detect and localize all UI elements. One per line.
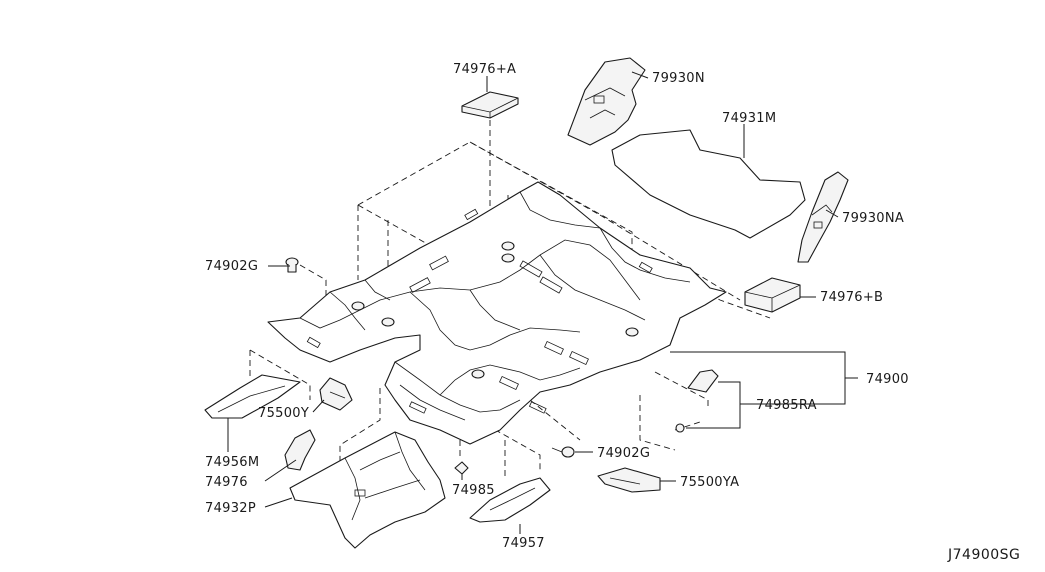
callout-74931m: 74931M (722, 111, 776, 126)
callout-74976-b: 74976+B (820, 290, 883, 305)
callout-74985: 74985 (452, 483, 495, 498)
callout-79930n: 79930N (652, 71, 705, 86)
rear-floor-74932p (289, 431, 446, 549)
callout-74985ra: 74985RA (756, 398, 817, 413)
trim-79930na (797, 171, 849, 263)
clip-74902g-bottom (551, 446, 575, 458)
callout-74902g-top: 74902G (205, 259, 258, 274)
diagram-code: J74900SG (947, 547, 1020, 563)
callout-labels: 74976+A 79930N 74931M 79930NA 74902G 749… (205, 62, 909, 551)
leader-lines (227, 71, 858, 534)
callout-74976: 74976 (205, 475, 248, 490)
callout-75500y: 75500Y (258, 406, 309, 421)
pad-74976-b (744, 277, 801, 313)
callout-74902g-bottom: 74902G (597, 446, 650, 461)
clip-74985ra (675, 369, 719, 433)
mat-74931m (611, 129, 806, 239)
callout-74932p: 74932P (205, 501, 256, 516)
panel-75500ya (597, 467, 661, 493)
trim-79930n (567, 57, 646, 146)
floor-carpet-main (267, 181, 727, 445)
callout-74956m: 74956M (205, 455, 259, 470)
clip-74985 (454, 461, 469, 475)
panel-75500y (319, 377, 353, 411)
callout-79930na: 79930NA (842, 211, 904, 226)
callout-74976-a: 74976+A (453, 62, 516, 77)
pad-74976 (284, 429, 316, 471)
callout-75500ya: 75500YA (680, 475, 739, 490)
clip-74902g-top (285, 257, 299, 273)
pad-74976-a (461, 91, 519, 119)
panel-74957 (469, 477, 551, 523)
insulator-74956m (204, 374, 301, 419)
callout-74957: 74957 (502, 536, 545, 551)
callout-74900: 74900 (866, 372, 909, 387)
